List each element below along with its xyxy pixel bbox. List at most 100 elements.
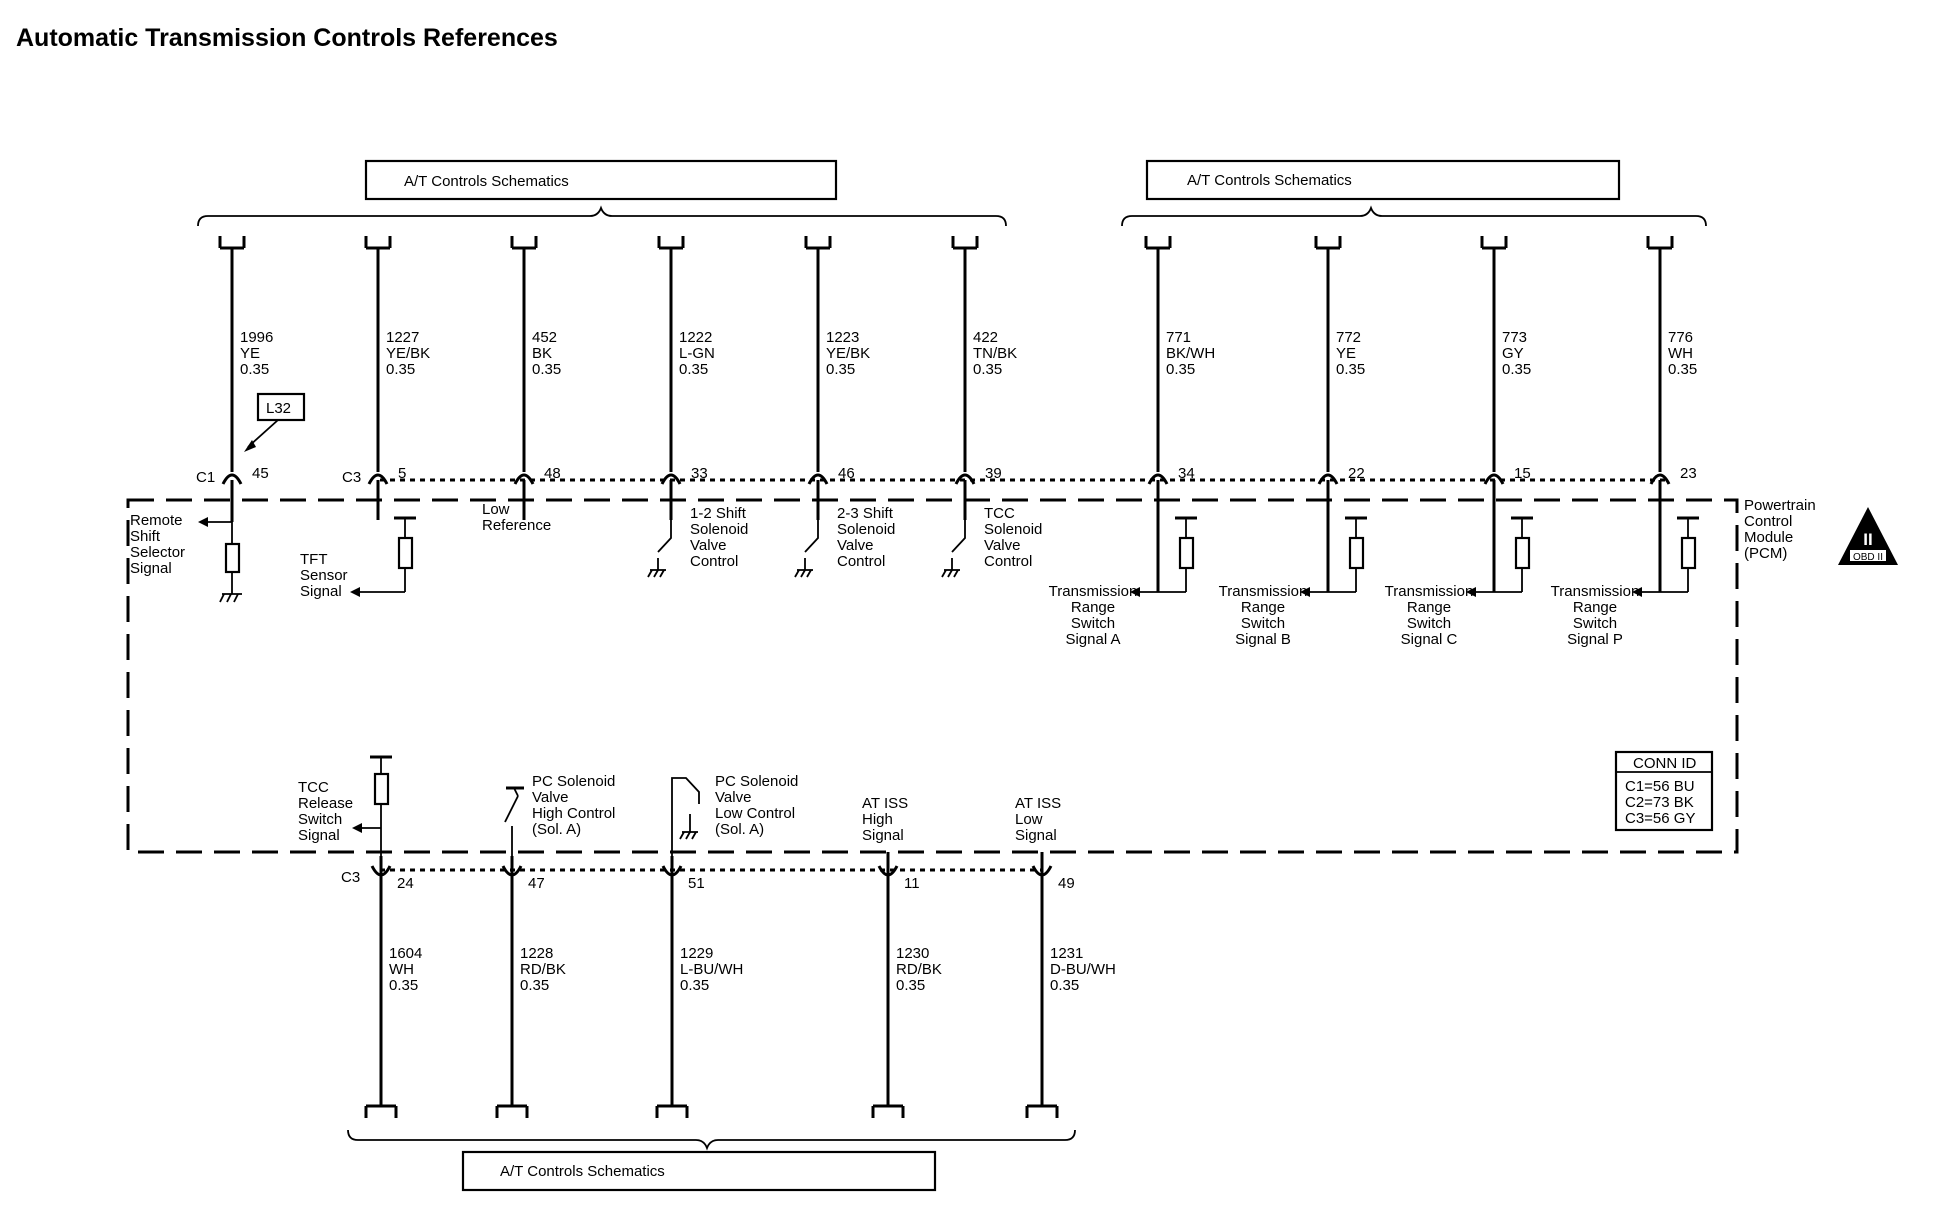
wire-gauge: 0.35	[973, 361, 1002, 378]
circuit-number: 773	[1502, 329, 1527, 346]
conn-id-line-2: C2=73 BK	[1625, 794, 1694, 811]
wire-color: RD/BK	[520, 961, 566, 978]
wire-color: BK	[532, 345, 552, 362]
top-wires: 1996YE0.3545C1RemoteShiftSelectorSignal1…	[130, 236, 1697, 648]
range-switch-pullups	[1130, 516, 1699, 597]
wire-gauge: 0.35	[680, 977, 709, 994]
ref-box-top-left[interactable]: A/T Controls Schematics	[364, 159, 838, 201]
signal-label-line: Control	[984, 553, 1032, 570]
wire-color: YE/BK	[386, 345, 430, 362]
signal-label-line: Valve	[715, 789, 751, 806]
wire-gauge: 0.35	[826, 361, 855, 378]
signal-label-line: Signal	[298, 827, 340, 844]
pin-number: 48	[544, 465, 561, 482]
circuit-number: 1604	[389, 945, 422, 962]
remote-shift-circuit	[198, 517, 242, 603]
signal-label-line: Signal	[130, 560, 172, 577]
pin-number: 51	[688, 875, 705, 892]
signal-label-line: AT ISS	[862, 795, 908, 812]
option-tag-l32-label: L32	[266, 400, 291, 417]
tft-pullup	[350, 516, 416, 597]
pc-solenoid-high-switch	[504, 786, 524, 856]
terminal-bracket	[1314, 236, 1342, 250]
wire-color: WH	[389, 961, 414, 978]
terminal-bracket	[1144, 236, 1172, 250]
module-label: Powertrain Control Module (PCM)	[1744, 497, 1816, 562]
signal-label-line: Switch	[1071, 615, 1115, 632]
conn-id-box: CONN ID C1=56 BU C2=73 BK C3=56 GY	[1614, 750, 1714, 832]
signal-label-line: TFT	[300, 551, 328, 568]
signal-label-line: Solenoid	[837, 521, 895, 538]
signal-label-line: Transmission	[1385, 583, 1474, 600]
signal-label-line: Shift	[130, 528, 161, 545]
circuit-number: 452	[532, 329, 557, 346]
signal-label-line: (Sol. A)	[715, 821, 764, 838]
ref-box-bottom[interactable]: A/T Controls Schematics	[461, 1150, 937, 1192]
module-label-line-2: Control	[1744, 513, 1792, 530]
signal-label-line: Switch	[1241, 615, 1285, 632]
signal-label-line: Signal	[862, 827, 904, 844]
ref-box-bottom-label: A/T Controls Schematics	[500, 1163, 665, 1180]
wire-gauge: 0.35	[896, 977, 925, 994]
signal-label-line: Range	[1071, 599, 1115, 616]
pin-number: 49	[1058, 875, 1075, 892]
terminal-bracket	[495, 1104, 529, 1118]
pin-number: 47	[528, 875, 545, 892]
signal-label-line: Solenoid	[690, 521, 748, 538]
signal-label-line: Valve	[837, 537, 873, 554]
signal-label-line: Valve	[984, 537, 1020, 554]
terminal-bracket	[655, 1104, 689, 1118]
ref-box-top-left-label: A/T Controls Schematics	[404, 173, 569, 190]
terminal-bracket	[1480, 236, 1508, 250]
signal-label-line: Control	[690, 553, 738, 570]
terminal-bracket	[364, 1104, 398, 1118]
circuit-number: 1230	[896, 945, 929, 962]
terminal-bracket	[871, 1104, 905, 1118]
connector-id: C1	[196, 469, 215, 486]
signal-label-line: Remote	[130, 512, 183, 529]
ref-box-top-right-label: A/T Controls Schematics	[1187, 172, 1352, 189]
circuit-number: 1229	[680, 945, 713, 962]
wire-gauge: 0.35	[532, 361, 561, 378]
wire-color: TN/BK	[973, 345, 1017, 362]
terminal-bracket	[1646, 236, 1674, 250]
terminal-bracket	[951, 236, 979, 250]
pin-arc	[660, 473, 682, 485]
signal-label-line: TCC	[298, 779, 329, 796]
pin-number: 39	[985, 465, 1002, 482]
signal-label-line: Low	[482, 501, 510, 518]
signal-label-line: Switch	[298, 811, 342, 828]
wire-gauge: 0.35	[1668, 361, 1697, 378]
terminal-bracket	[657, 236, 685, 250]
signal-label-line: Switch	[1407, 615, 1451, 632]
signal-label-line: Range	[1573, 599, 1617, 616]
signal-label-line: Selector	[130, 544, 185, 561]
terminal-bracket	[218, 236, 246, 250]
signal-label-line: Low	[1015, 811, 1043, 828]
signal-label-line: Valve	[690, 537, 726, 554]
wire-color: BK/WH	[1166, 345, 1215, 362]
pin-arc	[221, 473, 243, 485]
signal-label-line: Release	[298, 795, 353, 812]
pin-number: 34	[1178, 465, 1195, 482]
pin-number: 33	[691, 465, 708, 482]
wire-color: YE/BK	[826, 345, 870, 362]
module-label-line-4: (PCM)	[1744, 545, 1787, 562]
signal-label-line: Range	[1241, 599, 1285, 616]
signal-label-line: Low Control	[715, 805, 795, 822]
obd-ii-text: OBD II	[1853, 552, 1883, 563]
pin-arc	[1147, 473, 1169, 485]
ref-box-top-right[interactable]: A/T Controls Schematics	[1145, 159, 1621, 201]
circuit-number: 776	[1668, 329, 1693, 346]
wire-gauge: 0.35	[389, 977, 418, 994]
wire-color: WH	[1668, 345, 1693, 362]
pcm-boundary	[126, 498, 1739, 854]
